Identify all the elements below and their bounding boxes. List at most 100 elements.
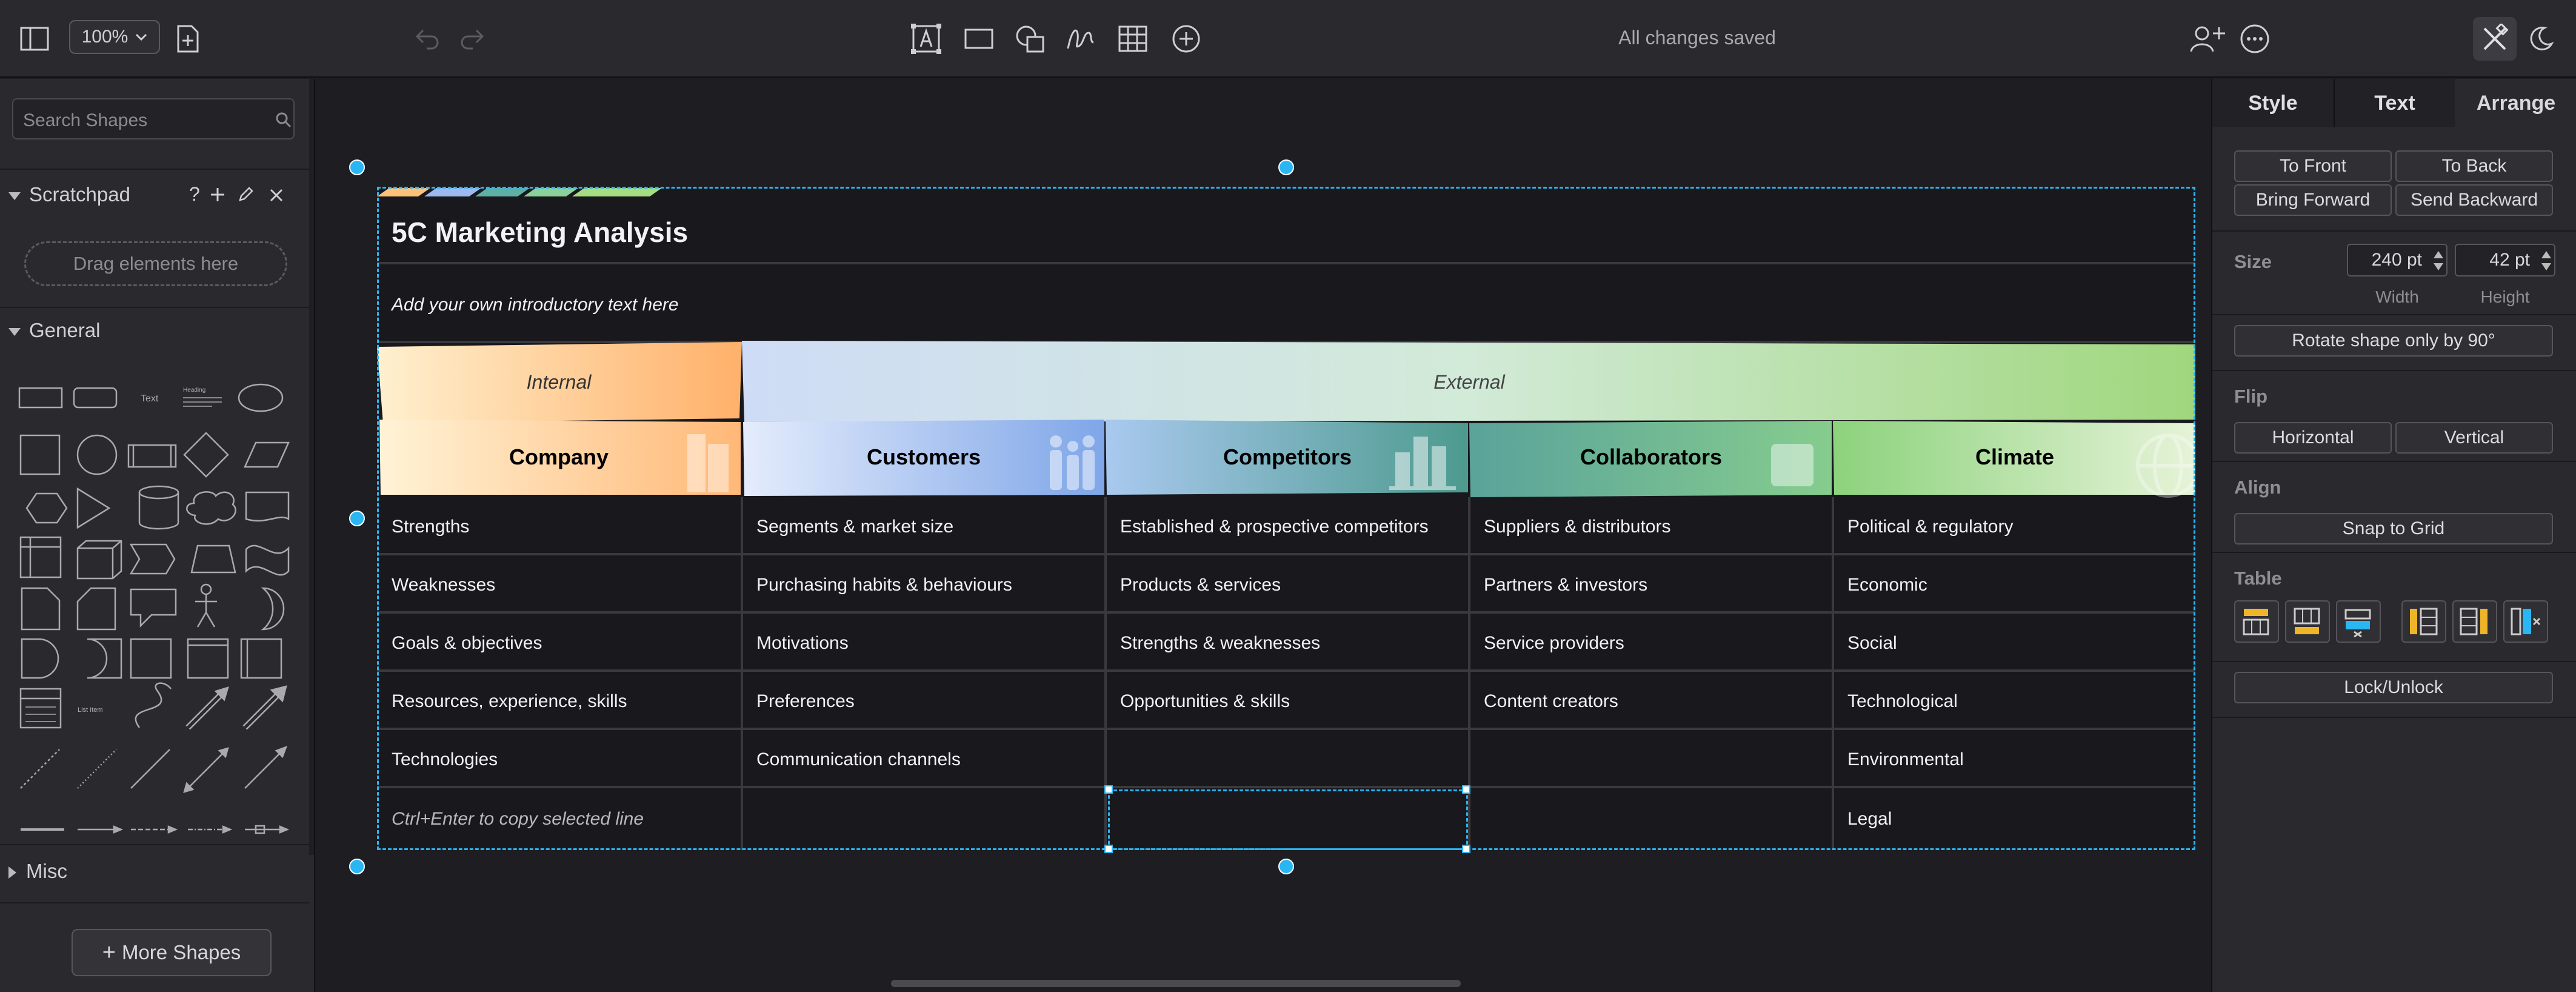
internal-group-label[interactable]: Internal (526, 371, 592, 393)
height-input[interactable]: 42 pt (2455, 244, 2555, 276)
table-row[interactable] (377, 497, 2195, 555)
new-page-icon[interactable] (173, 23, 202, 55)
table-cell[interactable]: Motivations (756, 633, 849, 653)
table-cell[interactable]: Political & regulatory (1847, 517, 2014, 537)
format-panel-icon[interactable] (2473, 17, 2517, 61)
tab-style[interactable]: Style (2212, 79, 2334, 127)
table-cell[interactable]: Products & services (1120, 575, 1281, 595)
to-back-button[interactable]: To Back (2395, 150, 2553, 182)
sidebar-toggle-icon[interactable] (18, 24, 51, 53)
intro-text[interactable]: Add your own introductory text here (392, 295, 679, 315)
table-row[interactable] (377, 555, 2195, 614)
zoom-select[interactable]: 100% (69, 20, 160, 54)
table-cell[interactable]: Legal (1847, 809, 1892, 829)
scratchpad-header[interactable]: Scratchpad (8, 183, 130, 206)
table-cell[interactable]: Weaknesses (392, 575, 496, 595)
dark-mode-moon-icon[interactable] (2524, 23, 2558, 55)
shapes-icon[interactable] (1013, 23, 1046, 55)
table-cell[interactable]: Strengths & weaknesses (1120, 633, 1321, 653)
rectangle-icon[interactable] (963, 24, 995, 53)
more-options-icon[interactable] (2238, 22, 2272, 56)
cell-resize-handle[interactable] (1462, 785, 1470, 794)
width-input[interactable]: 240 pt (2347, 244, 2448, 276)
table-cell[interactable]: Resources, experience, skills (392, 691, 627, 711)
general-header[interactable]: General (8, 319, 100, 342)
column-header-climate[interactable]: Climate (1975, 444, 2055, 469)
text-icon[interactable] (909, 22, 943, 56)
undo-icon[interactable] (412, 24, 442, 53)
close-icon[interactable] (269, 188, 284, 203)
table-cell[interactable]: Service providers (1484, 633, 1624, 653)
table-cell[interactable]: Goals & objectives (392, 633, 542, 653)
column-header-competitors[interactable]: Competitors (1223, 444, 1352, 469)
column-header-customers[interactable]: Customers (866, 444, 981, 469)
sidebar-scrollbar[interactable] (309, 79, 314, 855)
snap-to-grid-button[interactable]: Snap to Grid (2234, 513, 2553, 545)
insert-row-below-icon[interactable] (2285, 600, 2330, 643)
resize-handle[interactable] (1278, 159, 1294, 175)
table-row[interactable] (377, 672, 2195, 730)
table-cell[interactable]: Environmental (1847, 749, 1964, 769)
to-front-button[interactable]: To Front (2234, 150, 2392, 182)
misc-header[interactable]: Misc (8, 860, 67, 883)
add-icon[interactable] (210, 187, 225, 203)
send-backward-button[interactable]: Send Backward (2395, 184, 2553, 216)
cell-resize-handle[interactable] (1462, 845, 1470, 853)
width-stepper-icon[interactable] (2432, 249, 2445, 273)
resize-handle[interactable] (349, 859, 365, 874)
table-cell[interactable]: Partners & investors (1484, 575, 1648, 595)
table-icon[interactable] (1116, 23, 1149, 55)
table-cell[interactable]: Social (1847, 633, 1897, 653)
table-cell[interactable]: Technologies (392, 749, 498, 769)
insert-plus-icon[interactable] (1170, 23, 1203, 55)
general-shapes-grid[interactable]: Text Heading List Item (12, 364, 297, 910)
resize-handle[interactable] (349, 511, 365, 526)
resize-handle[interactable] (349, 159, 365, 175)
resize-handle[interactable] (1278, 859, 1294, 874)
table-cell[interactable]: Preferences (756, 691, 855, 711)
marketing-table-shape[interactable]: 5C Marketing Analysis Add your own intro… (377, 187, 2195, 850)
redo-icon[interactable] (457, 24, 487, 53)
delete-row-icon[interactable] (2336, 600, 2381, 643)
flip-horizontal-button[interactable]: Horizontal (2234, 422, 2392, 454)
table-row[interactable] (377, 614, 2195, 672)
table-cell[interactable]: Content creators (1484, 691, 1618, 711)
cell-resize-handle[interactable] (1104, 845, 1113, 853)
table-cell[interactable]: Strengths (392, 517, 470, 537)
bring-forward-button[interactable]: Bring Forward (2234, 184, 2392, 216)
edit-pencil-icon[interactable] (238, 187, 253, 203)
more-shapes-button[interactable]: + More Shapes (72, 929, 272, 976)
height-stepper-icon[interactable] (2540, 249, 2553, 273)
table-cell[interactable]: Ctrl+Enter to copy selected line (392, 809, 644, 829)
external-group-label[interactable]: External (1433, 371, 1505, 393)
rotate-90-button[interactable]: Rotate shape only by 90° (2234, 325, 2553, 357)
insert-column-left-icon[interactable] (2401, 600, 2446, 643)
scratchpad-dropzone[interactable]: Drag elements here (24, 241, 287, 286)
table-cell[interactable]: Segments & market size (756, 517, 954, 537)
share-user-icon[interactable] (2189, 22, 2226, 56)
cell-resize-handle[interactable] (1104, 785, 1113, 794)
tab-text[interactable]: Text (2334, 79, 2455, 127)
column-header-company[interactable]: Company (509, 444, 609, 469)
freehand-icon[interactable] (1064, 23, 1097, 55)
canvas-horizontal-scrollbar[interactable] (891, 980, 1461, 987)
table-cell[interactable]: Technological (1847, 691, 1958, 711)
search-shapes-input[interactable]: Search Shapes (12, 98, 295, 139)
column-header-collaborators[interactable]: Collaborators (1580, 444, 1723, 469)
table-row[interactable] (377, 730, 2195, 788)
table-cell[interactable]: Economic (1847, 575, 1927, 595)
table-row[interactable] (377, 788, 2195, 850)
table-cell[interactable]: Established & prospective competitors (1120, 517, 1429, 537)
table-cell[interactable]: Communication channels (756, 749, 961, 769)
tab-arrange[interactable]: Arrange (2455, 79, 2576, 127)
table-cell[interactable]: Opportunities & skills (1120, 691, 1290, 711)
insert-row-above-icon[interactable] (2234, 600, 2279, 643)
insert-column-right-icon[interactable] (2452, 600, 2497, 643)
delete-column-icon[interactable] (2503, 600, 2548, 643)
flip-vertical-button[interactable]: Vertical (2395, 422, 2553, 454)
table-cell[interactable]: Suppliers & distributors (1484, 517, 1671, 537)
diagram-title[interactable]: 5C Marketing Analysis (392, 216, 689, 248)
lock-unlock-button[interactable]: Lock/Unlock (2234, 672, 2553, 703)
table-cell[interactable]: Purchasing habits & behaviours (756, 575, 1012, 595)
scratchpad-help-icon[interactable]: ? (189, 183, 200, 205)
